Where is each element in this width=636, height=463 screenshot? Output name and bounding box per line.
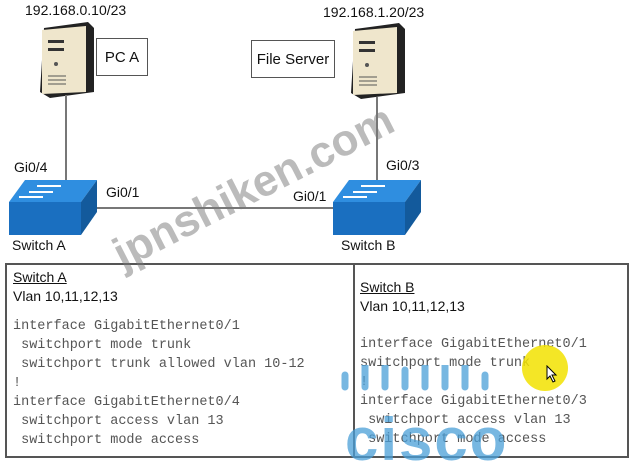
config-line: switchport trunk allowed vlan 10-12	[13, 357, 305, 372]
svg-text:cisco: cisco	[345, 406, 508, 463]
mouse-cursor-icon	[546, 365, 558, 383]
config-line: interface GigabitEthernet0/3	[360, 394, 587, 409]
config-line: interface GigabitEthernet0/4	[13, 395, 240, 410]
switch-b-label: Switch B	[341, 237, 396, 253]
cisco-logo-watermark: cisco	[341, 365, 508, 463]
switch-a-icon	[9, 180, 97, 235]
switch-a-config-panel: Switch A Vlan 10,11,12,13 interface Giga…	[5, 263, 355, 458]
pc-a-ip: 192.168.0.10/23	[25, 2, 127, 18]
switch-a-config-code: interface GigabitEthernet0/1 switchport …	[13, 317, 305, 450]
cursor-highlight	[522, 345, 568, 391]
link-server-switch-b	[376, 97, 378, 183]
link-trunk	[97, 207, 333, 209]
file-server-ip: 192.168.1.20/23	[323, 4, 425, 20]
switch-a-label: Switch A	[12, 237, 66, 253]
switch-a-port-gi04: Gi0/4	[14, 159, 48, 175]
switch-b-config-panel: Switch B Vlan 10,11,12,13 interface Giga…	[353, 263, 629, 458]
switch-a-vlans: Vlan 10,11,12,13	[13, 288, 118, 304]
link-pc-a-switch-a	[65, 95, 67, 215]
switch-b-icon	[333, 180, 421, 235]
config-line: switchport mode access	[13, 433, 200, 448]
switch-b-config-code: interface GigabitEthernet0/1 switchport …	[360, 335, 587, 449]
file-server-tower-icon	[351, 23, 405, 99]
config-line: switchport mode trunk	[13, 338, 192, 353]
pc-a-tower-icon	[40, 22, 94, 98]
config-line: switchport mode access	[360, 432, 547, 447]
switch-b-port-gi01: Gi0/1	[293, 188, 327, 204]
switch-b-vlans: Vlan 10,11,12,13	[360, 298, 465, 314]
config-line: interface GigabitEthernet0/1	[13, 319, 240, 334]
switch-a-config-title: Switch A	[13, 269, 67, 285]
config-line: !	[13, 376, 22, 391]
config-line: switchport mode trunk	[360, 356, 531, 371]
pc-a-label: PC A	[96, 38, 148, 76]
switch-b-port-gi03: Gi0/3	[386, 157, 420, 173]
file-server-label: File Server	[251, 40, 335, 78]
switch-a-port-gi01: Gi0/1	[106, 184, 140, 200]
config-line: switchport access vlan 13	[13, 414, 224, 429]
switch-b-config-title: Switch B	[360, 279, 415, 295]
config-line: switchport access vlan 13	[360, 413, 571, 428]
